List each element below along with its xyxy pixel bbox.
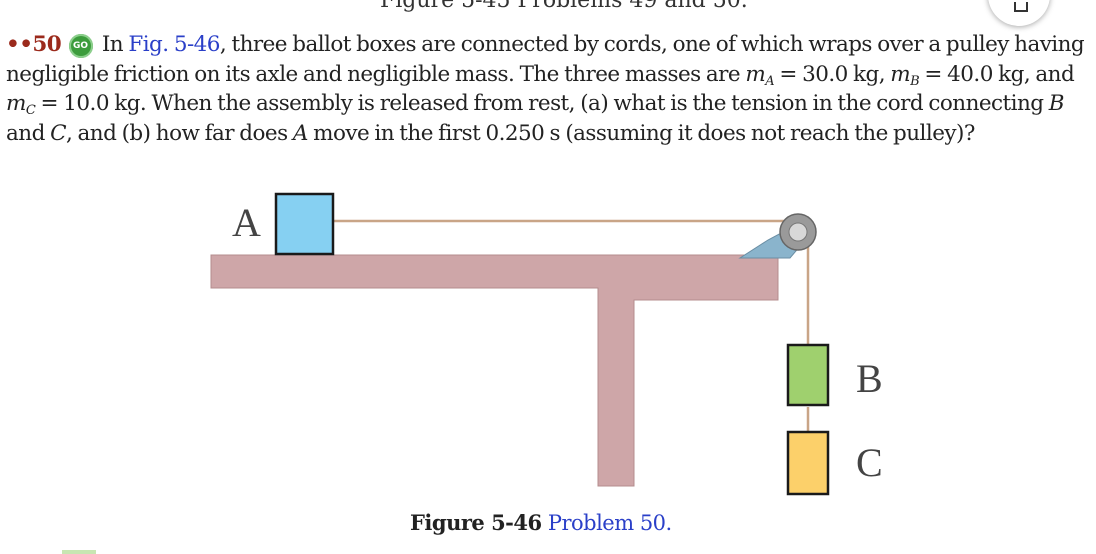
tray-icon	[1014, 2, 1028, 12]
corner-floating-button[interactable]	[988, 0, 1050, 26]
label-b: B	[856, 356, 883, 401]
mass-b: mB	[890, 61, 920, 89]
header-fragment: Figure 5-45 Problems 49 and 50.	[380, 0, 748, 13]
mass-a-value: = 30.0 kg,	[774, 61, 891, 87]
var-a: A	[292, 120, 309, 146]
figure-5-46-diagram: A B C	[210, 192, 883, 496]
problem-text-2: , and (b) how far does	[65, 120, 293, 146]
var-c: C	[50, 120, 66, 146]
problem-statement: ••50 GO In Fig. 5-46, three ballot boxes…	[6, 30, 1092, 148]
problem-text-3: move in the first 0.250 s (assuming it d…	[307, 120, 975, 146]
problem-intro: In	[101, 32, 129, 57]
fig-link[interactable]: Fig. 5-46	[128, 32, 220, 57]
mass-c-value: = 10.0 kg. When the assembly is released…	[35, 91, 1049, 116]
caption-figure-number: Figure 5-46	[410, 510, 542, 535]
box-b	[786, 343, 830, 407]
mass-a: mA	[745, 61, 775, 89]
mass-a-symbol: m	[745, 61, 766, 87]
caption-problem-link[interactable]: Problem 50.	[547, 511, 672, 535]
mass-b-symbol: m	[890, 61, 911, 87]
mass-c-sub: C	[25, 103, 36, 118]
mass-b-sub: B	[910, 73, 920, 89]
box-c	[786, 430, 830, 496]
label-c: C	[856, 440, 883, 485]
mass-a-sub: A	[765, 73, 775, 89]
figure-caption: Figure 5-46 Problem 50.	[410, 510, 672, 535]
and-word: and	[6, 120, 51, 146]
go-badge-icon[interactable]: GO	[68, 34, 93, 58]
mass-c-symbol: m	[6, 91, 26, 116]
mass-c: mC	[6, 91, 36, 118]
box-a	[274, 192, 335, 256]
problem-text-1: , three ballot boxes are connected by co…	[6, 32, 1085, 87]
var-b: B	[1048, 91, 1065, 116]
pulley-hub	[788, 222, 808, 242]
mass-b-value: = 40.0 kg, and	[919, 61, 1075, 87]
table-surface	[210, 254, 779, 487]
problem-number: ••50	[6, 32, 62, 57]
next-item-edge	[62, 550, 96, 554]
label-a: A	[232, 200, 261, 245]
